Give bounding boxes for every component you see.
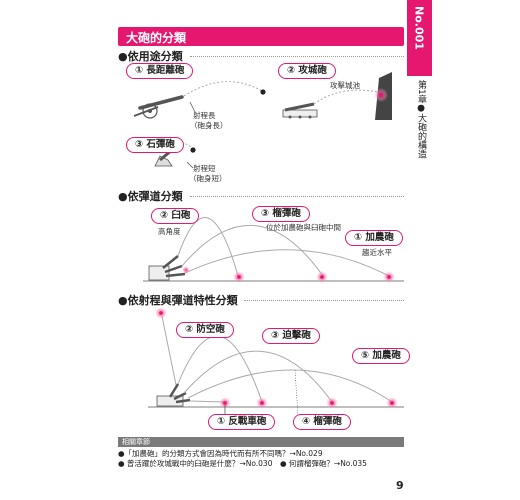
note-howitzer: 位於加農砲與臼砲中間	[266, 223, 341, 232]
label-cannon-range: ⑤ 加農砲	[352, 348, 410, 364]
label-cannon: ① 加農砲	[345, 230, 403, 246]
range-cannon-illustration	[156, 383, 191, 407]
howitzer-range-trajectory	[183, 350, 333, 403]
section-divider	[190, 56, 404, 57]
label-mortar: ② 臼砲	[151, 208, 200, 224]
related-link-1[interactable]: ●「加農砲」的分類方式會因為時代而有所不同嗎？→No.029	[118, 449, 323, 458]
section-divider	[244, 300, 404, 301]
aa-trajectory	[161, 315, 177, 386]
leader-line	[189, 101, 196, 113]
page-number: 9	[396, 479, 404, 492]
note-long-range-1: 射程長	[193, 111, 216, 120]
related-bar	[118, 437, 404, 447]
page-title: 大砲的分類	[126, 31, 187, 45]
label-mortar-gun: ③ 迫擊砲	[262, 328, 320, 344]
related-title: 相關章節	[122, 438, 150, 446]
cannon-trajectory	[184, 249, 390, 277]
title-bar	[118, 27, 404, 46]
label-siege-gun: ② 攻城砲	[278, 63, 336, 79]
siege-cannon-illustration	[282, 102, 318, 119]
leader-line	[186, 161, 194, 169]
section-heading-usage: ●依用途分類	[118, 50, 183, 63]
label-long-range-gun: ① 長距離砲	[126, 63, 194, 79]
cannonball	[260, 89, 266, 95]
note-stone-1: 射程短	[193, 164, 216, 173]
label-howitzer-range: ④ 榴彈砲	[293, 414, 351, 430]
trajectory-cannon-illustration	[148, 255, 186, 281]
long-range-trajectory	[183, 81, 263, 97]
howitzer-trajectory	[181, 224, 324, 277]
note-long-range-2: （砲身長）	[190, 121, 228, 130]
note-siege: 攻擊城池	[330, 81, 360, 90]
mortar-range-trajectory	[177, 335, 263, 403]
siege-trajectory	[313, 89, 379, 105]
section-heading-range: ●依射程與彈道特性分類	[118, 294, 238, 307]
side-number-tab	[407, 0, 432, 76]
label-stone-mortar: ③ 石彈砲	[126, 137, 184, 153]
note-cannon: 趨近水平	[362, 248, 392, 257]
label-anti-tank-gun: ① 反戰車砲	[208, 414, 276, 430]
side-chapter: 第1章●大砲的構造	[416, 80, 426, 159]
label-howitzer: ③ 榴彈砲	[252, 206, 310, 222]
section-heading-trajectory: ●依彈道分類	[118, 190, 183, 203]
section-divider	[190, 196, 404, 197]
cannon-range-trajectory	[187, 369, 393, 403]
cannonball	[190, 147, 196, 153]
label-anti-aircraft-gun: ② 防空砲	[176, 322, 234, 338]
note-mortar: 高角度	[158, 227, 181, 236]
side-number: No.001	[412, 6, 426, 50]
related-link-2[interactable]: ● 曾活躍於攻城戰中的臼砲是什麼？→No.030 ● 何謂榴彈砲？→No.035	[118, 459, 367, 468]
leader-line	[294, 369, 299, 417]
mortar-trajectory	[177, 217, 239, 277]
note-stone-2: （砲身短）	[189, 174, 227, 183]
long-range-cannon-illustration	[133, 95, 184, 119]
